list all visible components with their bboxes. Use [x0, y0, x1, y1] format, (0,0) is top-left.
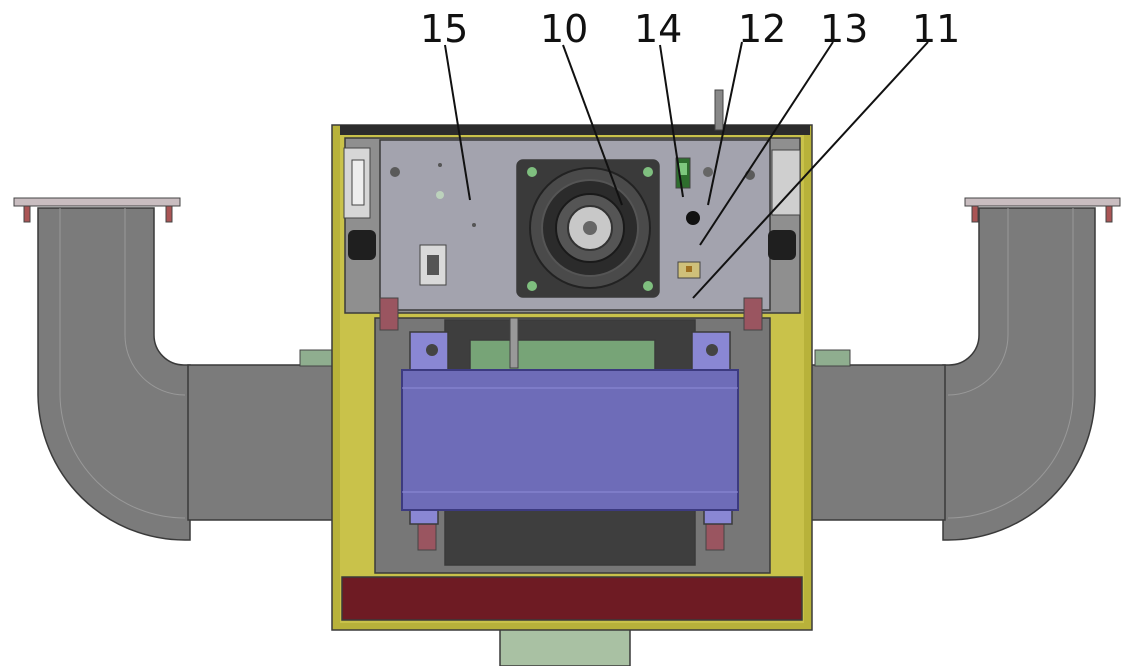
- left-elbow-pipe: [13, 197, 336, 541]
- callout-14: 14: [634, 7, 682, 51]
- filter-cartridge: [401, 331, 739, 525]
- callout-13: 13: [820, 7, 868, 51]
- leader-lines: [444, 41, 929, 299]
- callout-11: 11: [912, 7, 960, 51]
- base-drawer: [341, 576, 803, 621]
- callout-10: 10: [540, 7, 588, 51]
- callout-12: 12: [738, 7, 786, 51]
- indicator-button: [686, 211, 700, 225]
- control-knob: [703, 167, 713, 177]
- callout-15: 15: [420, 7, 468, 51]
- fan-unit: [516, 159, 660, 298]
- right-elbow-pipe: [799, 197, 1121, 541]
- top-lid: [340, 125, 810, 135]
